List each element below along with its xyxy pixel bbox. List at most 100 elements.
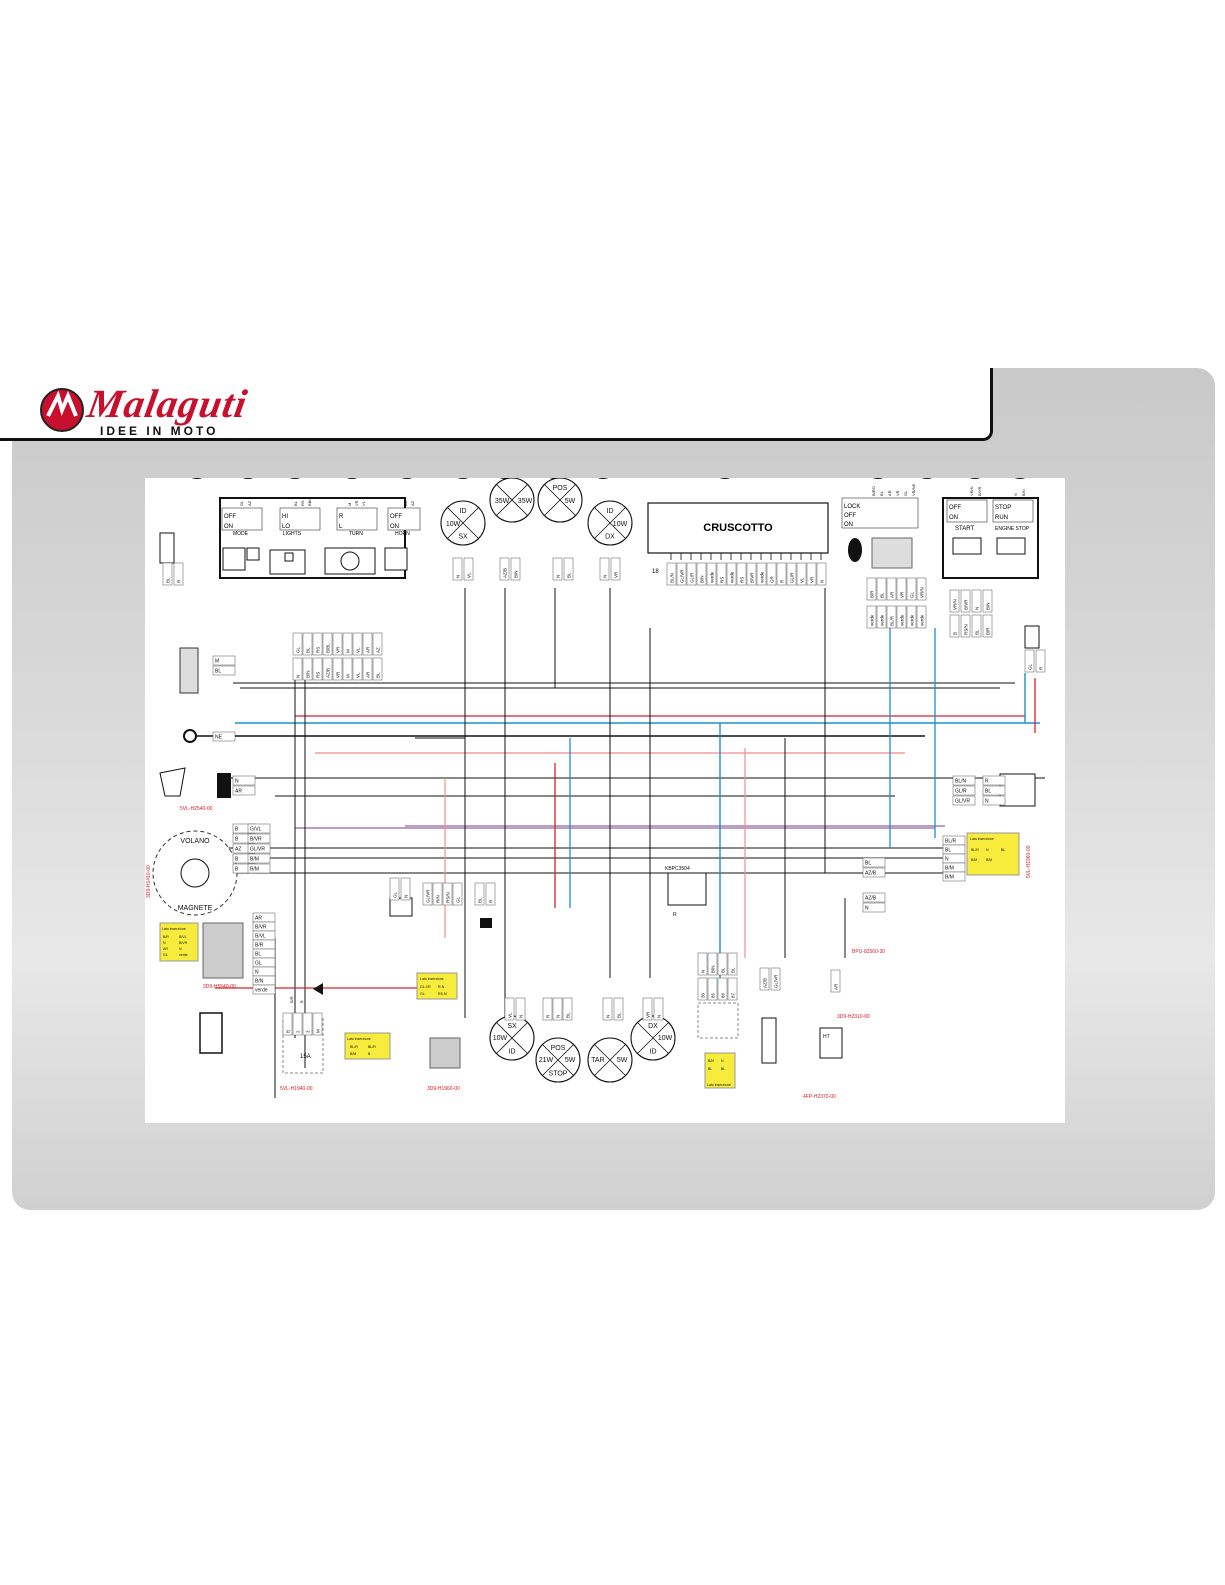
front-right-wire: N	[603, 575, 608, 578]
starter-relay-wire-box	[400, 877, 411, 901]
front-left-indicator-power-label: 10W	[446, 521, 461, 528]
rear-right-wire-box	[653, 997, 664, 1021]
key-wire-bottom-box	[982, 614, 993, 638]
left-switch-wire-bottom: VL	[356, 672, 361, 678]
starter-relay-wire: N	[404, 895, 409, 898]
regulator-wire-right-box	[247, 853, 271, 864]
turn-label: TURN	[349, 531, 363, 537]
coil-part-code: 3D9-H2310-00	[837, 1014, 870, 1020]
throttle-wire-left: GL/VR	[955, 799, 970, 805]
left-switch-wire-top-box	[302, 632, 313, 656]
relay-yellow-cell: B/N	[708, 1059, 714, 1063]
brand-tagline: IDEE IN MOTO	[100, 424, 219, 438]
cdi-yellow-title: Lato inserzione	[162, 927, 186, 931]
relay-yellow-cell: N	[721, 1059, 724, 1063]
cluster-wire-label: GL/R	[690, 572, 695, 583]
stop-wire: R	[546, 1014, 551, 1018]
headlight-wire-box	[499, 557, 510, 581]
left-switch-wire-bottom: B/N	[306, 670, 311, 678]
throttle-wire-left-box	[952, 775, 976, 786]
cdi-wire: GL	[255, 961, 262, 967]
cdi-unit	[202, 922, 244, 979]
front-left-indicator-bottom-label: SX	[458, 533, 468, 540]
callout-marker	[191, 478, 203, 479]
position-wire-box	[552, 557, 563, 581]
stop-lamp-right-label: 5W	[565, 1057, 576, 1064]
right-lower-wire: AZ/B	[865, 871, 877, 877]
key-wire-bottom: BL	[975, 629, 980, 635]
rear-right-wire-box	[642, 997, 653, 1021]
turn-col-label: M	[347, 503, 352, 506]
starter-yellow-label	[416, 972, 458, 1000]
key-wire-top-box	[971, 589, 982, 613]
right-brake-wire: R	[1039, 666, 1044, 670]
brand-name: Malaguti	[84, 381, 252, 426]
left-switch-wire-bottom: AR	[366, 671, 371, 678]
callout-marker	[1014, 478, 1026, 479]
right-block-wire: B/M	[945, 875, 954, 881]
ignition-lock-label: LOCK	[844, 504, 860, 510]
relay-wire: BL	[731, 967, 736, 973]
left-switch-wire-bottom-box	[292, 657, 303, 681]
fuse-rating: 15A	[300, 1054, 311, 1060]
relay-wire-box	[717, 952, 728, 976]
cluster-wire-label: GR	[770, 575, 775, 583]
ignition-col-label: VR/NE	[911, 483, 916, 496]
regulator-wire-right: B/M	[250, 857, 259, 863]
fuse-yellow-label	[344, 1032, 391, 1060]
brake-center-wire-r-box	[485, 882, 496, 906]
cluster-wire-label-box	[716, 562, 727, 586]
ne-wire-label: NE	[215, 735, 223, 741]
left-switch-wire-bottom: VR	[336, 671, 341, 678]
fuel-wire-box	[212, 655, 236, 666]
horn-wire: AR	[235, 789, 242, 795]
cluster-wire-label: VL	[800, 577, 805, 583]
fuse-yellow-cell: BL/R	[368, 1045, 376, 1049]
ne-wire-label-box	[212, 731, 236, 742]
ignition-col-label: VR	[895, 490, 900, 496]
left-switch-wire-bottom-box	[302, 657, 313, 681]
diode	[313, 983, 323, 995]
left-switch-wire-top-box	[322, 632, 333, 656]
relay-pin: 30	[701, 992, 706, 998]
ignition-wire-top: AR	[890, 591, 895, 598]
position-lamp-power: 5W	[565, 498, 576, 505]
sensor-wire: AZ/B	[763, 978, 768, 988]
cluster-wire-label: BL/N	[670, 573, 675, 583]
spark-plug-part-code: BPU-82560-30	[852, 949, 885, 955]
right-block-wire: BL/R	[945, 839, 957, 845]
relay-pin: 86	[721, 992, 726, 998]
cdi-yellow-cell: N	[163, 941, 166, 945]
fuse-yellow-cell: B/M	[350, 1052, 356, 1056]
cdi-wire: B/VR	[255, 925, 267, 931]
cluster-wire-label: B/N	[700, 575, 705, 583]
ignition-part-code: 4FP-H2370-00	[803, 1094, 836, 1100]
right-block-yellow-title: Lato inserzione	[970, 837, 994, 841]
relay-pin-box	[727, 977, 738, 1001]
diode-wire-box	[452, 882, 463, 906]
right-lower-wire-box	[862, 902, 886, 913]
fuse-pin: B	[286, 1030, 291, 1033]
rear-right-indicator-cross	[637, 1022, 669, 1054]
headlight-lamp-1-power-label: 35W	[495, 498, 510, 505]
rear-left-wire-box	[515, 997, 526, 1021]
engine-stop-label: ENGINE STOP	[995, 526, 1030, 532]
ignition-wire-top-box	[906, 577, 917, 601]
cluster-wire-label-box	[666, 562, 677, 586]
key-wire-bottom: RS/N	[964, 624, 969, 635]
relay-wire: BL	[721, 967, 726, 973]
ignition-wire-bottom-box	[906, 605, 917, 629]
cdi-yellow-cell: AR	[163, 947, 168, 951]
left-switch-wire-bottom-box	[372, 657, 383, 681]
left-switch-wire-top: VR	[336, 646, 341, 653]
turn-col-label: VL	[361, 500, 366, 506]
horn-wire-box	[232, 785, 256, 796]
right-block-wire: B/M	[945, 866, 954, 872]
cluster-wire-label: GL/VR	[680, 569, 685, 583]
cdi-wire: B/N	[255, 979, 264, 985]
key-wire-bottom: B	[953, 632, 958, 635]
right-block-wire: BL	[945, 848, 951, 854]
diode-wire-box	[422, 882, 433, 906]
